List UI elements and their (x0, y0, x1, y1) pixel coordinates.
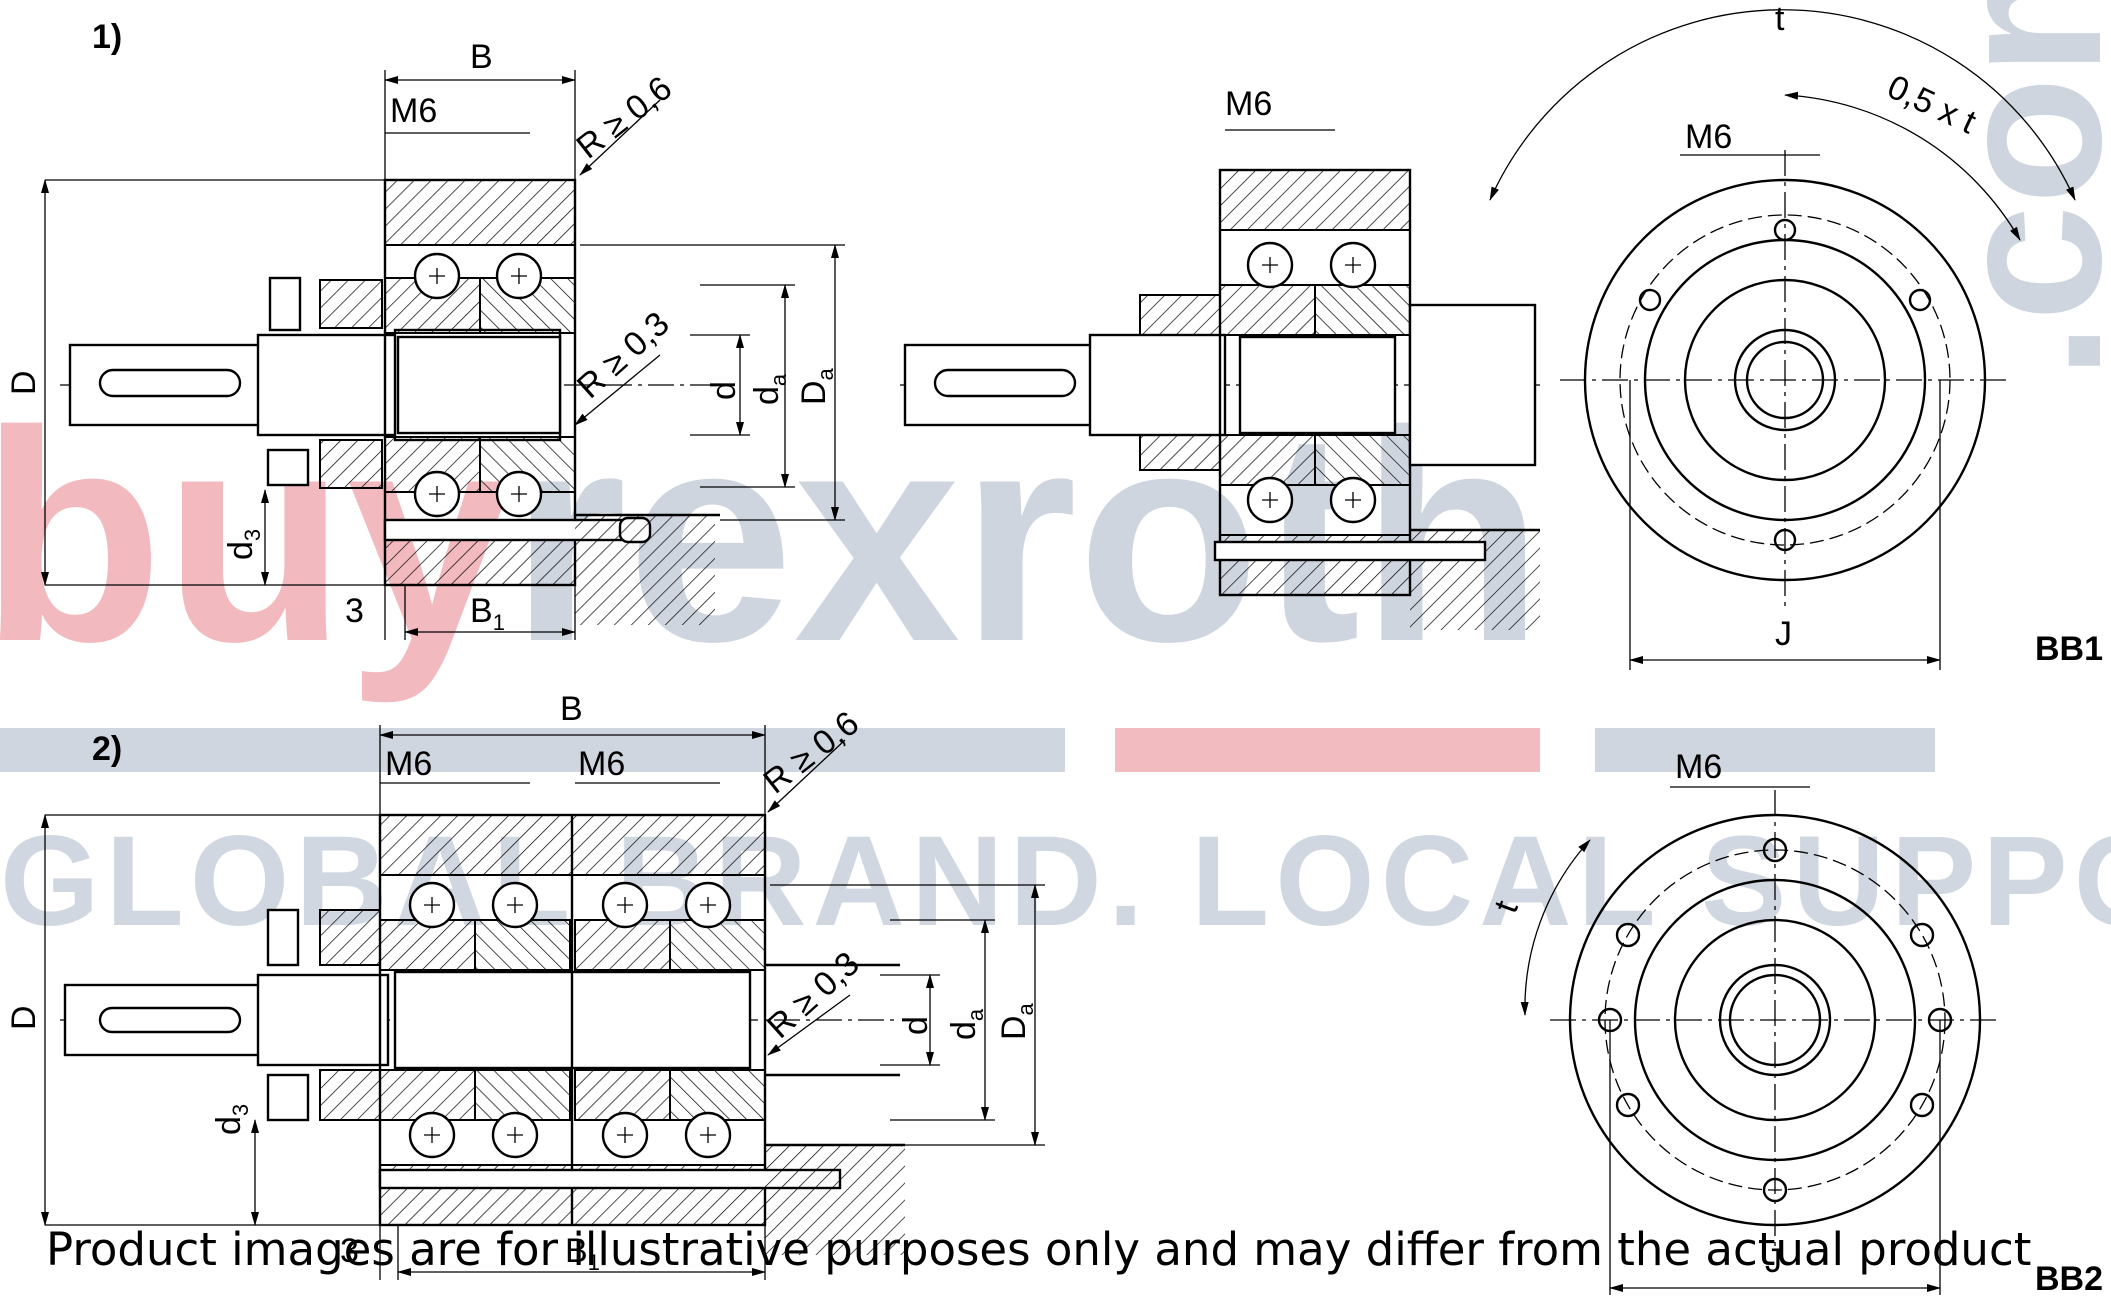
dim-B1: B1 (470, 592, 505, 635)
dim-d3-2: d3 (210, 1104, 253, 1135)
dim-M6: M6 (390, 92, 437, 130)
dim-d: d (705, 381, 743, 400)
watermark-bar (1595, 728, 1935, 772)
dim-da-2: da (945, 1008, 988, 1040)
variant-label-1: BB1 (2035, 630, 2103, 668)
dim-M6-flange-2: M6 (1675, 748, 1722, 786)
dim-D-2: D (5, 1005, 43, 1030)
dim-M6-side: M6 (1225, 85, 1272, 123)
dim-D: D (5, 370, 43, 395)
dim-B1-2: B1 (565, 1232, 600, 1275)
watermark-bar (1115, 728, 1540, 772)
variant-label-2: BB2 (2035, 1260, 2103, 1298)
dim-3: 3 (345, 592, 364, 630)
figure-2-number: 2) (92, 730, 122, 768)
dim-R06: R ≥ 0,6 (570, 69, 680, 166)
dim-da: da (748, 373, 791, 405)
disclaimer: Product images are for illustrative purp… (46, 1223, 2031, 1276)
figure-1-number: 1) (92, 18, 122, 56)
dim-J: J (1775, 615, 1792, 653)
dim-B-2: B (560, 690, 583, 728)
watermark-tld: .com (1910, 0, 2111, 380)
figure-2: 2) (5, 690, 2103, 1298)
dim-3-2: 3 (340, 1232, 359, 1270)
watermark: buy rexroth .com GLOBAL BRAND. LOCAL SUP… (0, 0, 2111, 953)
dim-B: B (470, 38, 493, 76)
dim-Da: Da (795, 367, 838, 405)
dim-J-2: J (1765, 1242, 1782, 1280)
dim-d3: d3 (222, 529, 265, 560)
mounting-wall (575, 515, 715, 625)
side-view-1: M6 (900, 85, 1540, 630)
dim-M6-2a: M6 (385, 745, 432, 783)
locknut (266, 276, 383, 489)
dim-M6-flange: M6 (1685, 118, 1732, 156)
dim-M6-2b: M6 (578, 745, 625, 783)
dim-Da-2: Da (995, 1002, 1038, 1040)
dim-d-2: d (897, 1016, 935, 1035)
dim-R03-2: R ≥ 0,3 (760, 945, 867, 1046)
balls (413, 252, 543, 518)
dim-t: t (1775, 0, 1785, 38)
